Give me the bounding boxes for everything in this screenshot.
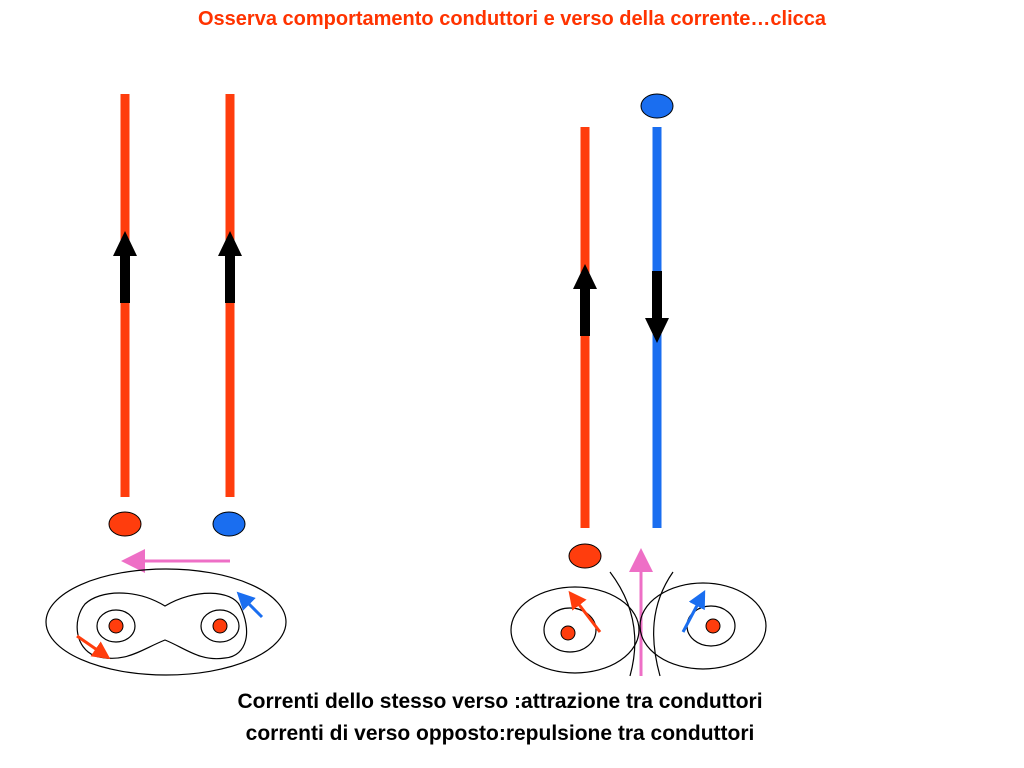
caption-line-2: correnti di verso opposto:repulsione tra… [245, 722, 755, 745]
page-title: Osserva comportamento conduttori e verso… [198, 8, 826, 30]
field-arrow-red-2 [568, 590, 602, 633]
wire-cross-section-2 [212, 618, 228, 634]
current-arrow-up-1 [113, 231, 137, 303]
diagram-same-direction [45, 94, 287, 676]
top-dot-blue [640, 93, 674, 119]
field-arrow-red [76, 634, 111, 660]
field-arrow-blue-2 [681, 590, 706, 633]
wire-cross-section-3 [560, 625, 576, 641]
current-arrow-up-2 [218, 231, 242, 303]
caption-line-1: Correnti dello stesso verso :attrazione … [237, 690, 763, 713]
diagram-opposite-direction [510, 93, 767, 677]
field-lines-same [45, 568, 287, 676]
field-lines-opposite [510, 571, 767, 677]
current-arrow-down [645, 271, 669, 343]
wire-cross-section-4 [705, 618, 721, 634]
wire-cross-section-1 [108, 618, 124, 634]
bottom-dot-red [568, 543, 602, 569]
end-dot-red [108, 511, 142, 537]
end-dot-blue [212, 511, 246, 537]
field-arrow-blue [236, 591, 264, 619]
current-arrow-up-3 [573, 264, 597, 336]
